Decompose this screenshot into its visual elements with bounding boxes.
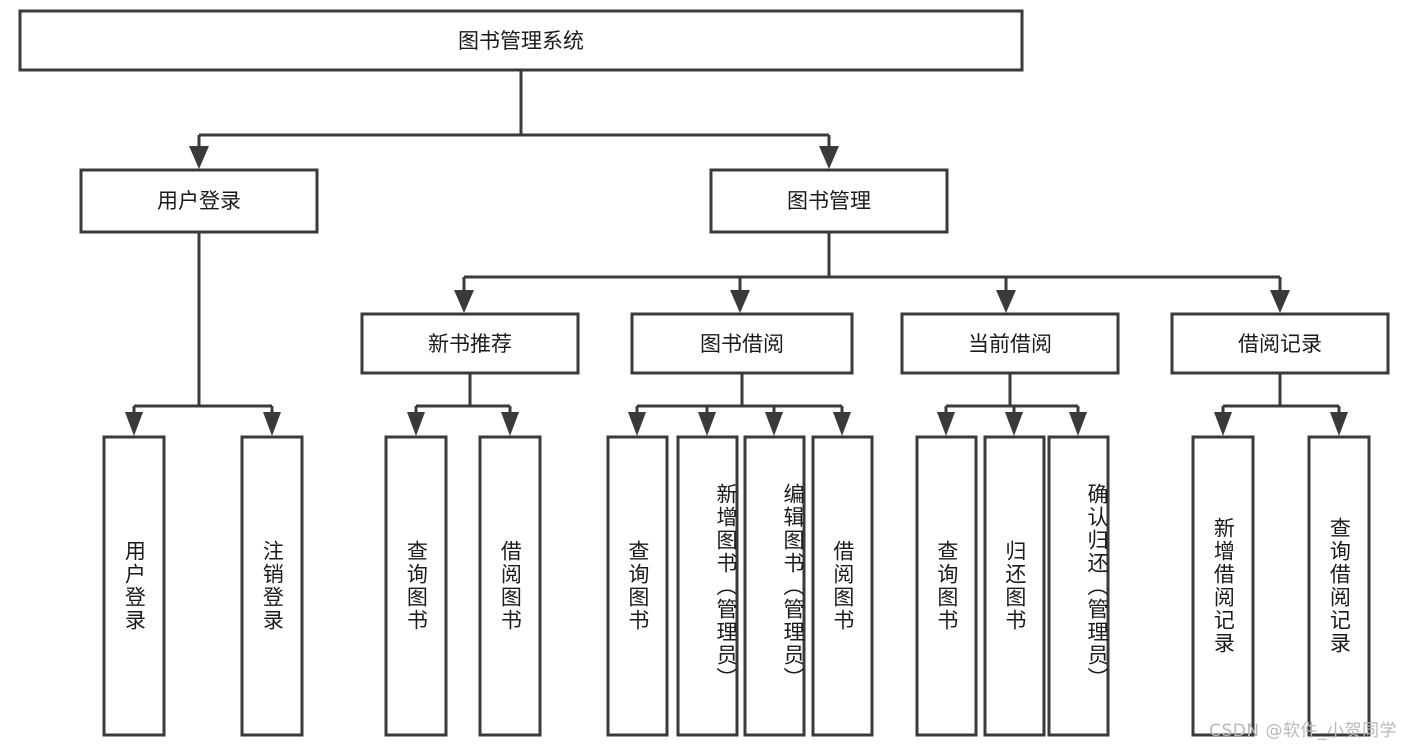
- node-current-borrow-box: [900, 312, 1120, 375]
- leaf-box-logout[interactable]: [240, 435, 304, 737]
- node-new-book-recommend-label: 新书推荐: [428, 332, 512, 356]
- node-book-management-box: [709, 168, 949, 234]
- leaf-boxes: [102, 435, 1371, 737]
- node-new-book-recommend[interactable]: 新书推荐: [360, 312, 580, 375]
- connector-group-borrow-record: [1214, 373, 1348, 436]
- connector-group-user-login: [125, 232, 281, 436]
- arrowhead-cb-return-book: [1005, 412, 1023, 436]
- arrowhead-bb-borrow-book: [833, 412, 851, 436]
- leaf-box-br-query-record[interactable]: [1307, 435, 1371, 737]
- arrowhead-nbr-borrow-book: [501, 412, 519, 436]
- connector-group-new-book-rec: [407, 373, 519, 436]
- leaf-box-nbr-borrow-book[interactable]: [478, 435, 542, 737]
- arrowhead-leaf-user-login: [125, 412, 143, 436]
- connector-group-root: [189, 70, 839, 169]
- arrowhead-cb-query-book: [937, 412, 955, 436]
- leaf-box-bb-query-book[interactable]: [606, 435, 669, 737]
- leaf-box-nbr-query-book[interactable]: [384, 435, 448, 737]
- leaf-box-cb-return-book[interactable]: [983, 435, 1046, 737]
- node-book-borrow-box: [630, 312, 854, 375]
- node-user-login-label: 用户登录: [157, 189, 241, 213]
- node-borrow-record[interactable]: 借阅记录: [1170, 312, 1390, 375]
- leaf-box-bb-borrow-book[interactable]: [811, 435, 874, 737]
- leaf-box-cb-query-book[interactable]: [915, 435, 978, 737]
- node-root-system-label: 图书管理系统: [458, 29, 584, 53]
- node-user-login-box: [79, 168, 319, 234]
- node-new-book-recommend-box: [360, 312, 580, 375]
- arrowhead-root-to-user-login: [189, 146, 209, 169]
- arrowhead-br-add-record: [1214, 412, 1232, 436]
- arrowhead-current-borrow: [996, 290, 1016, 313]
- arrowhead-bb-edit-book: [765, 412, 783, 436]
- arrowhead-borrow-record: [1270, 290, 1290, 313]
- leaf-box-cb-confirm-return[interactable]: [1047, 435, 1110, 737]
- node-book-management[interactable]: 图书管理: [709, 168, 949, 234]
- node-book-borrow-label: 图书借阅: [700, 332, 784, 356]
- node-current-borrow[interactable]: 当前借阅: [900, 312, 1120, 375]
- watermark-text: CSDN @软件_小贺同学: [1209, 721, 1397, 741]
- arrowhead-cb-confirm-return: [1069, 412, 1087, 436]
- arrowhead-nbr-query-book: [407, 412, 425, 436]
- leaf-box-bb-edit-book[interactable]: [743, 435, 806, 737]
- arrowhead-br-query-record: [1330, 412, 1348, 436]
- node-book-management-label: 图书管理: [787, 189, 871, 213]
- node-user-login[interactable]: 用户登录: [79, 168, 319, 234]
- node-root-system-box: [18, 9, 1024, 72]
- arrowhead-leaf-logout: [263, 412, 281, 436]
- leaf-box-br-add-record[interactable]: [1191, 435, 1255, 737]
- arrowhead-root-to-book-mgmt: [819, 146, 839, 169]
- connector-group-current-borrow: [937, 373, 1087, 436]
- leaf-box-bb-add-book[interactable]: [676, 435, 739, 737]
- connector-group-book-mgmt: [454, 232, 1290, 313]
- node-book-borrow[interactable]: 图书借阅: [630, 312, 854, 375]
- arrowhead-book-borrow: [730, 290, 750, 313]
- arrowhead-bb-add-book: [698, 412, 716, 436]
- node-current-borrow-label: 当前借阅: [968, 332, 1052, 356]
- leaf-box-user-login[interactable]: [102, 435, 166, 737]
- arrowhead-bb-query-book: [628, 412, 646, 436]
- node-borrow-record-label-box: [1170, 312, 1390, 375]
- node-borrow-record-label: 借阅记录: [1238, 332, 1322, 356]
- arrowhead-new-book-rec: [454, 290, 474, 313]
- connector-group-book-borrow: [628, 373, 851, 436]
- node-root-system[interactable]: 图书管理系统: [18, 9, 1024, 72]
